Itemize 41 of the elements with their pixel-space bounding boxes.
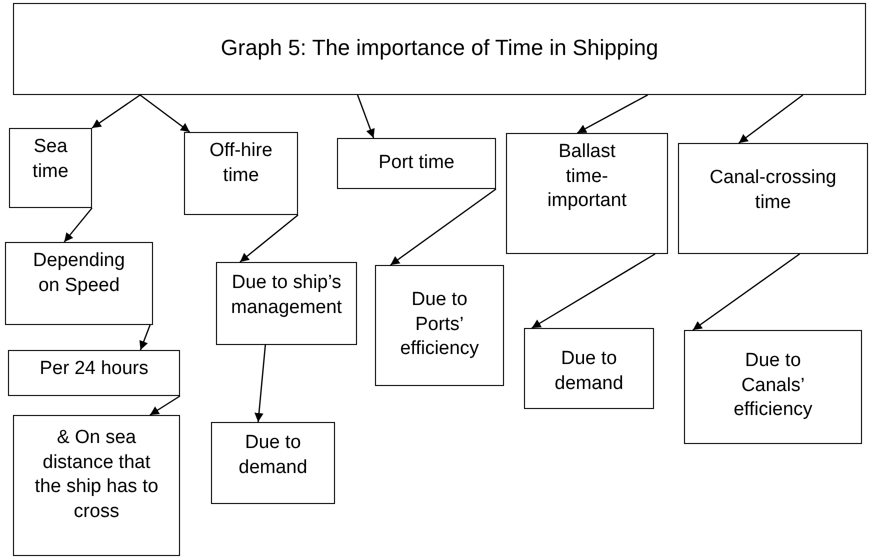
box-label: Depending on Speed (32, 249, 126, 298)
box-label: Due to ship’s management (230, 271, 343, 320)
process-box (337, 138, 496, 189)
arrow (254, 344, 266, 422)
box-label: Per 24 hours (38, 357, 150, 381)
box-label: Due to demand (554, 347, 624, 396)
process-box (9, 128, 92, 208)
process-box (8, 350, 180, 396)
box-label: Due to Canals’ efficiency (732, 349, 814, 422)
process-box (678, 143, 868, 254)
arrow (738, 94, 804, 144)
box-label: Port time (377, 151, 456, 175)
process-box (5, 242, 153, 325)
process-box (375, 265, 504, 386)
box-label: Ballast time-important (546, 140, 628, 214)
box-label: Off-hire time (208, 139, 274, 188)
arrow (64, 208, 92, 242)
arrow (531, 253, 656, 329)
box-label: Sea time (32, 135, 70, 184)
arrow (139, 324, 151, 350)
box-label: Graph 5: The importance of Time in Shipping (220, 34, 660, 62)
arrow (357, 94, 375, 138)
process-box (216, 262, 357, 345)
process-box (13, 415, 180, 556)
arrow (150, 395, 180, 416)
arrow (240, 214, 298, 262)
box-label: Due to demand (238, 431, 308, 480)
process-box (506, 133, 668, 254)
box-label: Canal-crossing time (708, 166, 838, 215)
arrow (92, 94, 140, 129)
arrow (576, 94, 648, 134)
arrow (692, 253, 800, 331)
process-box (684, 330, 862, 444)
box-label: & On sea distance that the ship has to cross (34, 426, 160, 524)
box-label: Due to Ports’ efficiency (399, 288, 480, 362)
process-box (184, 132, 298, 215)
arrow (140, 94, 190, 133)
arrow (390, 188, 496, 266)
title-box (13, 3, 866, 95)
process-box (524, 328, 654, 409)
process-box (211, 422, 335, 504)
